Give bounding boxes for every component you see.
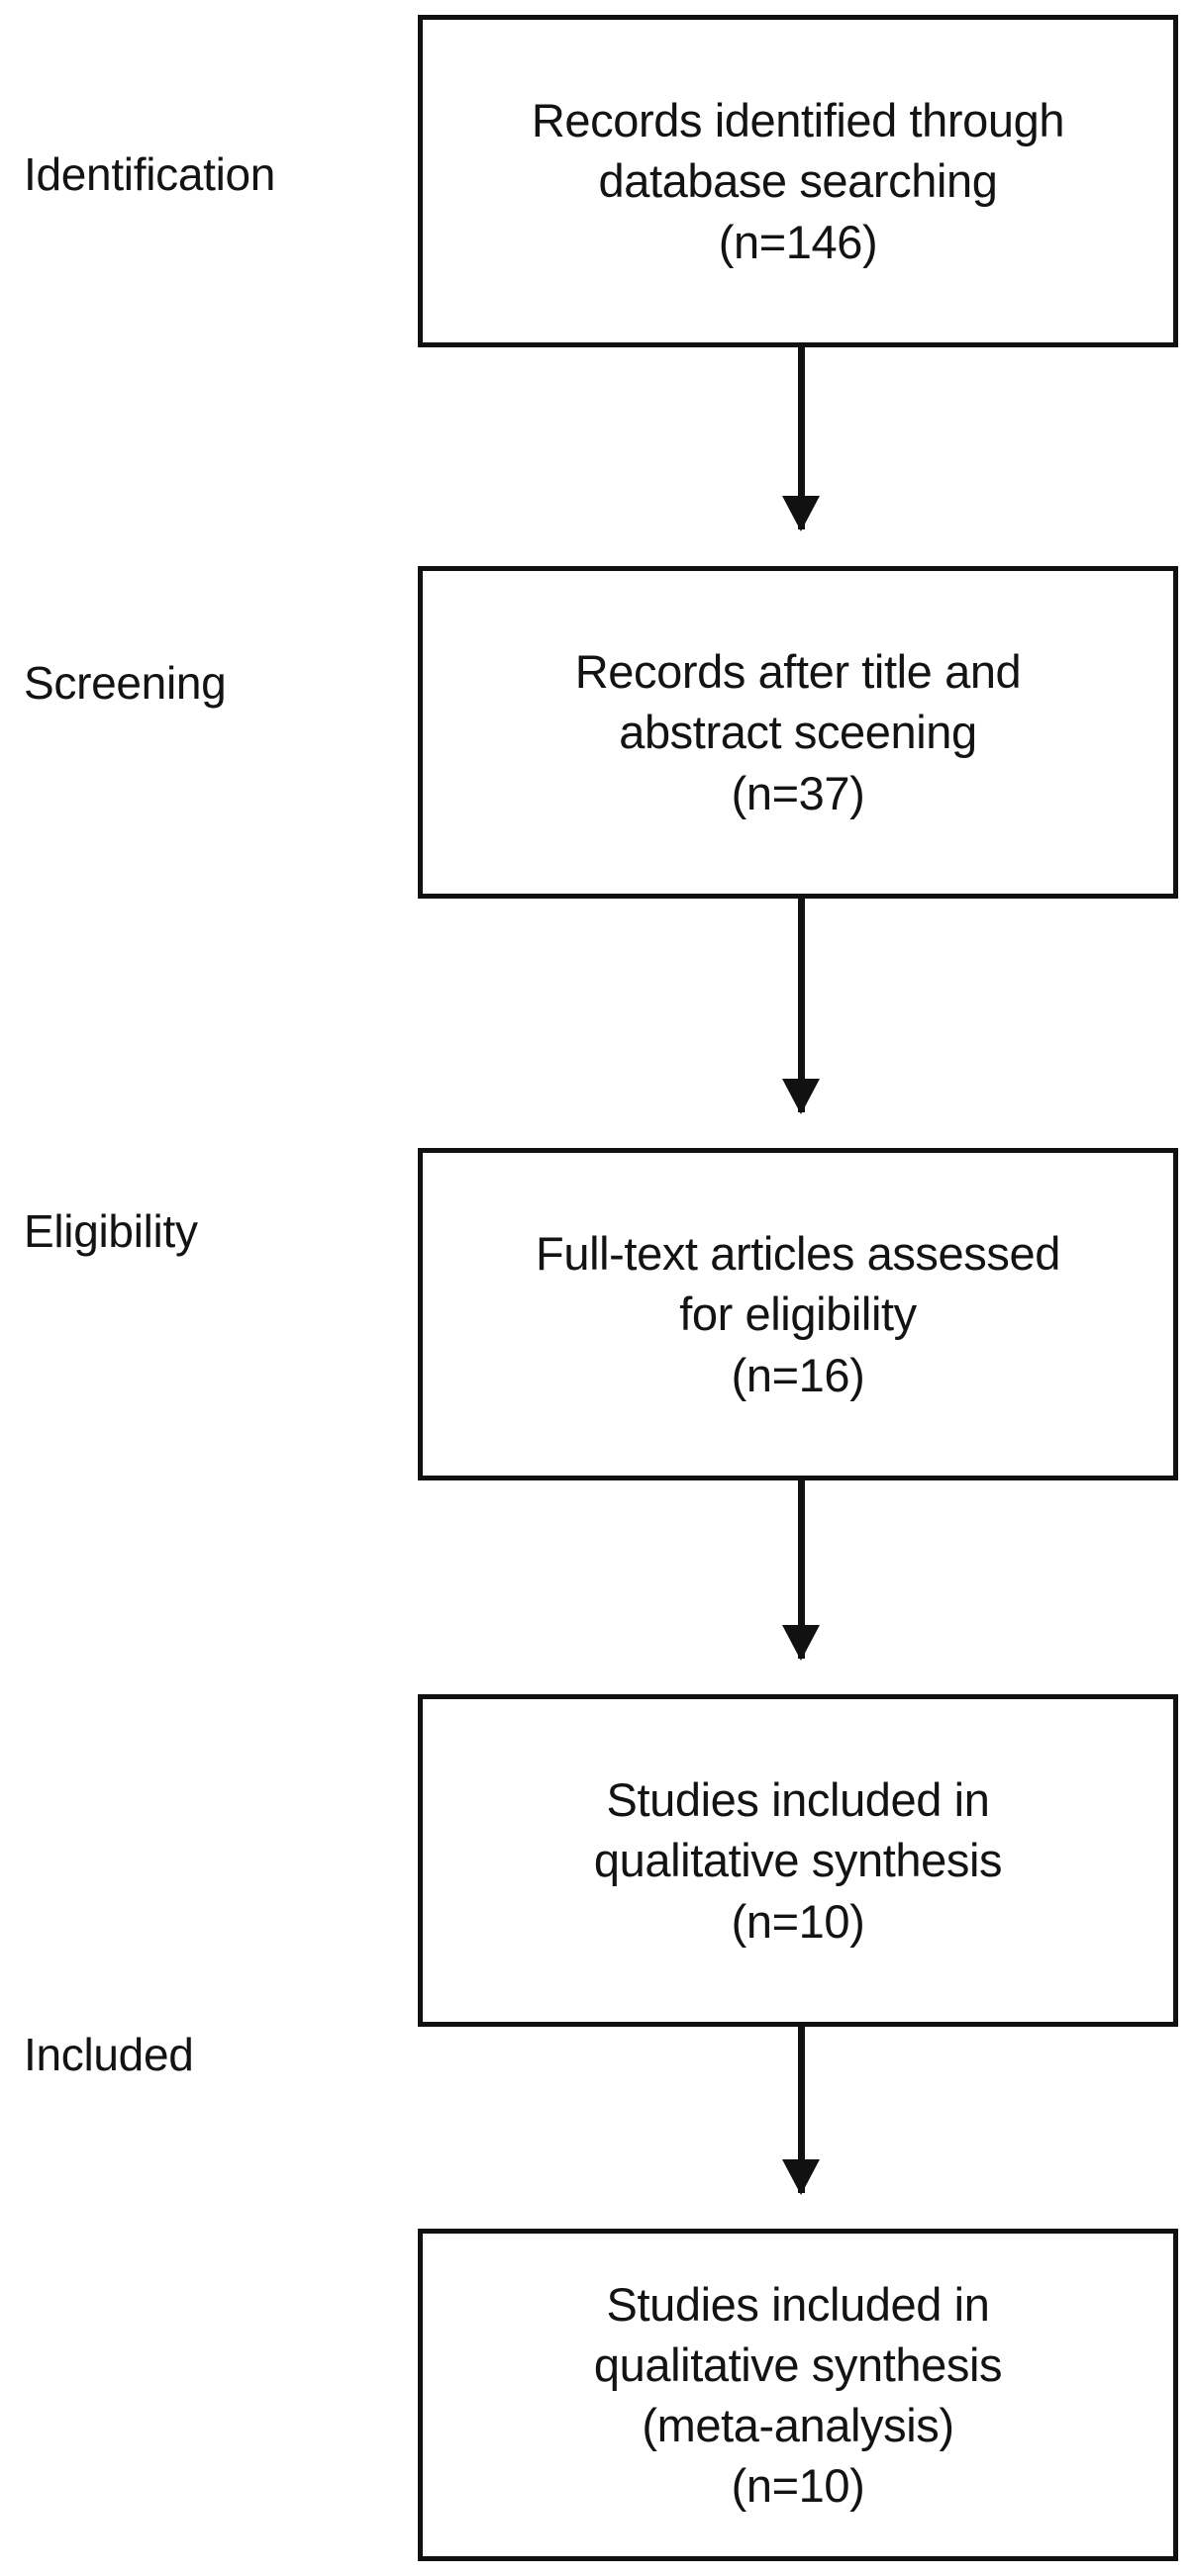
flow-box-text: Records after title and abstract sceenin… xyxy=(574,645,1022,819)
arrow-head xyxy=(782,1079,820,1114)
arrow-down-icon-3 xyxy=(782,1480,820,1661)
flow-box-records-identified: Records identified through database sear… xyxy=(418,15,1178,347)
arrow-shaft xyxy=(798,899,805,1112)
arrow-down-icon-1 xyxy=(782,347,820,531)
stage-label-rail: Identification Screening Eligibility Inc… xyxy=(0,0,416,2576)
flow-box-full-text-assessed: Full-text articles assessed for eligibil… xyxy=(418,1148,1178,1480)
arrow-down-icon-4 xyxy=(782,2027,820,2195)
flow-box-text: Records identified through database sear… xyxy=(531,94,1065,268)
arrow-shaft xyxy=(798,1480,805,1659)
stage-label-identification: Identification xyxy=(24,148,276,200)
arrow-shaft xyxy=(798,2027,805,2193)
arrow-shaft xyxy=(798,347,805,529)
stage-label-screening: Screening xyxy=(24,657,227,709)
flow-column: Records identified through database sear… xyxy=(418,0,1178,2576)
arrow-down-icon-2 xyxy=(782,899,820,1114)
flow-box-text: Full-text articles assessed for eligibil… xyxy=(536,1227,1060,1401)
flow-box-meta-analysis: Studies included in qualitative synthesi… xyxy=(418,2229,1178,2561)
stage-label-eligibility: Eligibility xyxy=(24,1205,198,1257)
stage-label-included: Included xyxy=(24,2029,194,2080)
flow-box-text: Studies included in qualitative synthesi… xyxy=(593,2277,1003,2513)
arrow-head xyxy=(782,496,820,531)
arrow-head xyxy=(782,2159,820,2195)
flow-box-qualitative-synthesis: Studies included in qualitative synthesi… xyxy=(418,1694,1178,2027)
flow-box-records-after-screening: Records after title and abstract sceenin… xyxy=(418,566,1178,899)
flow-box-text: Studies included in qualitative synthesi… xyxy=(593,1773,1003,1948)
arrow-head xyxy=(782,1625,820,1661)
